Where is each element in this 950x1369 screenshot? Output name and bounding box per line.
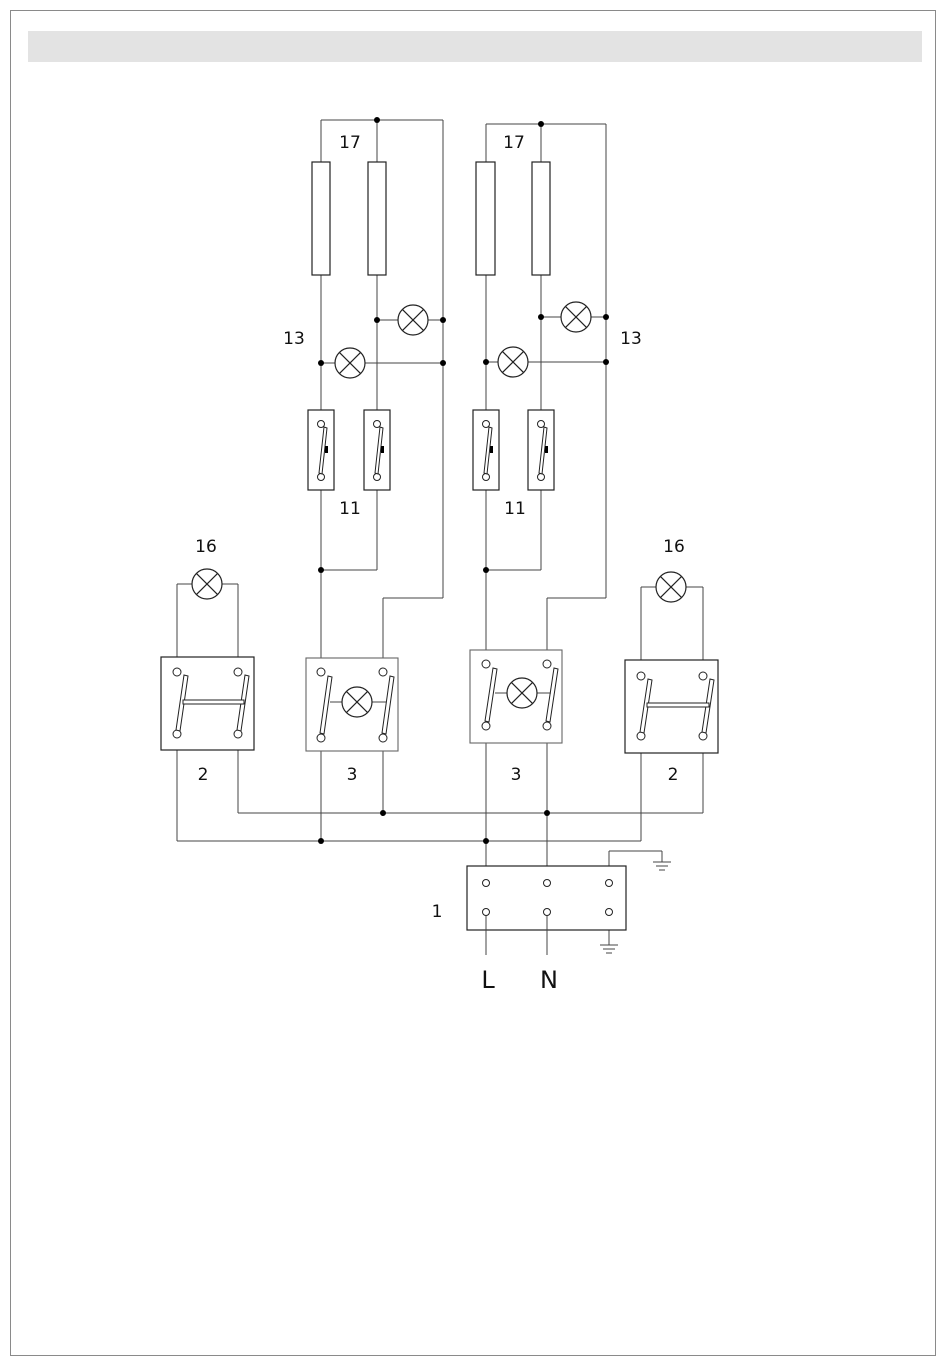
lamp-icon	[507, 678, 537, 708]
switch-2	[625, 660, 718, 753]
thermostat	[364, 410, 390, 490]
label-indicator-lamps: 13	[620, 329, 642, 349]
label-pilot-lamps: 16	[195, 537, 217, 557]
label-live: L	[481, 966, 495, 994]
lamp-icon	[398, 305, 428, 335]
thermostat	[528, 410, 554, 490]
indicator-lamps	[335, 302, 591, 378]
lamp-icon	[342, 687, 372, 717]
earth-icon	[653, 862, 671, 870]
heating-elements	[312, 162, 550, 275]
wires	[177, 120, 703, 945]
heating-element	[312, 162, 330, 275]
label-thermostats: 11	[339, 499, 361, 519]
label-switch-3: 3	[511, 765, 522, 785]
label-thermostats: 11	[504, 499, 526, 519]
heating-element	[476, 162, 495, 275]
lamp-icon	[561, 302, 591, 332]
switch-3	[306, 658, 398, 751]
label-pilot-lamps: 16	[663, 537, 685, 557]
thermostat	[308, 410, 334, 490]
terminal-block	[467, 866, 626, 955]
thermostats	[308, 410, 554, 490]
pilot-lamps	[192, 569, 686, 602]
earth-icon	[600, 945, 618, 953]
switch-2	[161, 657, 254, 750]
label-switch-2: 2	[198, 765, 209, 785]
labels: 17 17 13 13 11 11 16 16 2 3 3 2 1 L N	[195, 133, 685, 994]
label-terminal-block: 1	[432, 902, 443, 922]
label-heating-elements: 17	[339, 133, 361, 153]
switch-3	[470, 650, 562, 743]
lamp-icon	[192, 569, 222, 599]
label-heating-elements: 17	[503, 133, 525, 153]
lamp-icon	[335, 348, 365, 378]
label-switch-2: 2	[668, 765, 679, 785]
switches	[161, 650, 718, 753]
label-indicator-lamps: 13	[283, 329, 305, 349]
label-switch-3: 3	[347, 765, 358, 785]
heating-element	[532, 162, 550, 275]
heating-element	[368, 162, 386, 275]
lamp-icon	[498, 347, 528, 377]
label-neutral: N	[540, 966, 558, 994]
lamp-icon	[656, 572, 686, 602]
thermostat	[473, 410, 499, 490]
